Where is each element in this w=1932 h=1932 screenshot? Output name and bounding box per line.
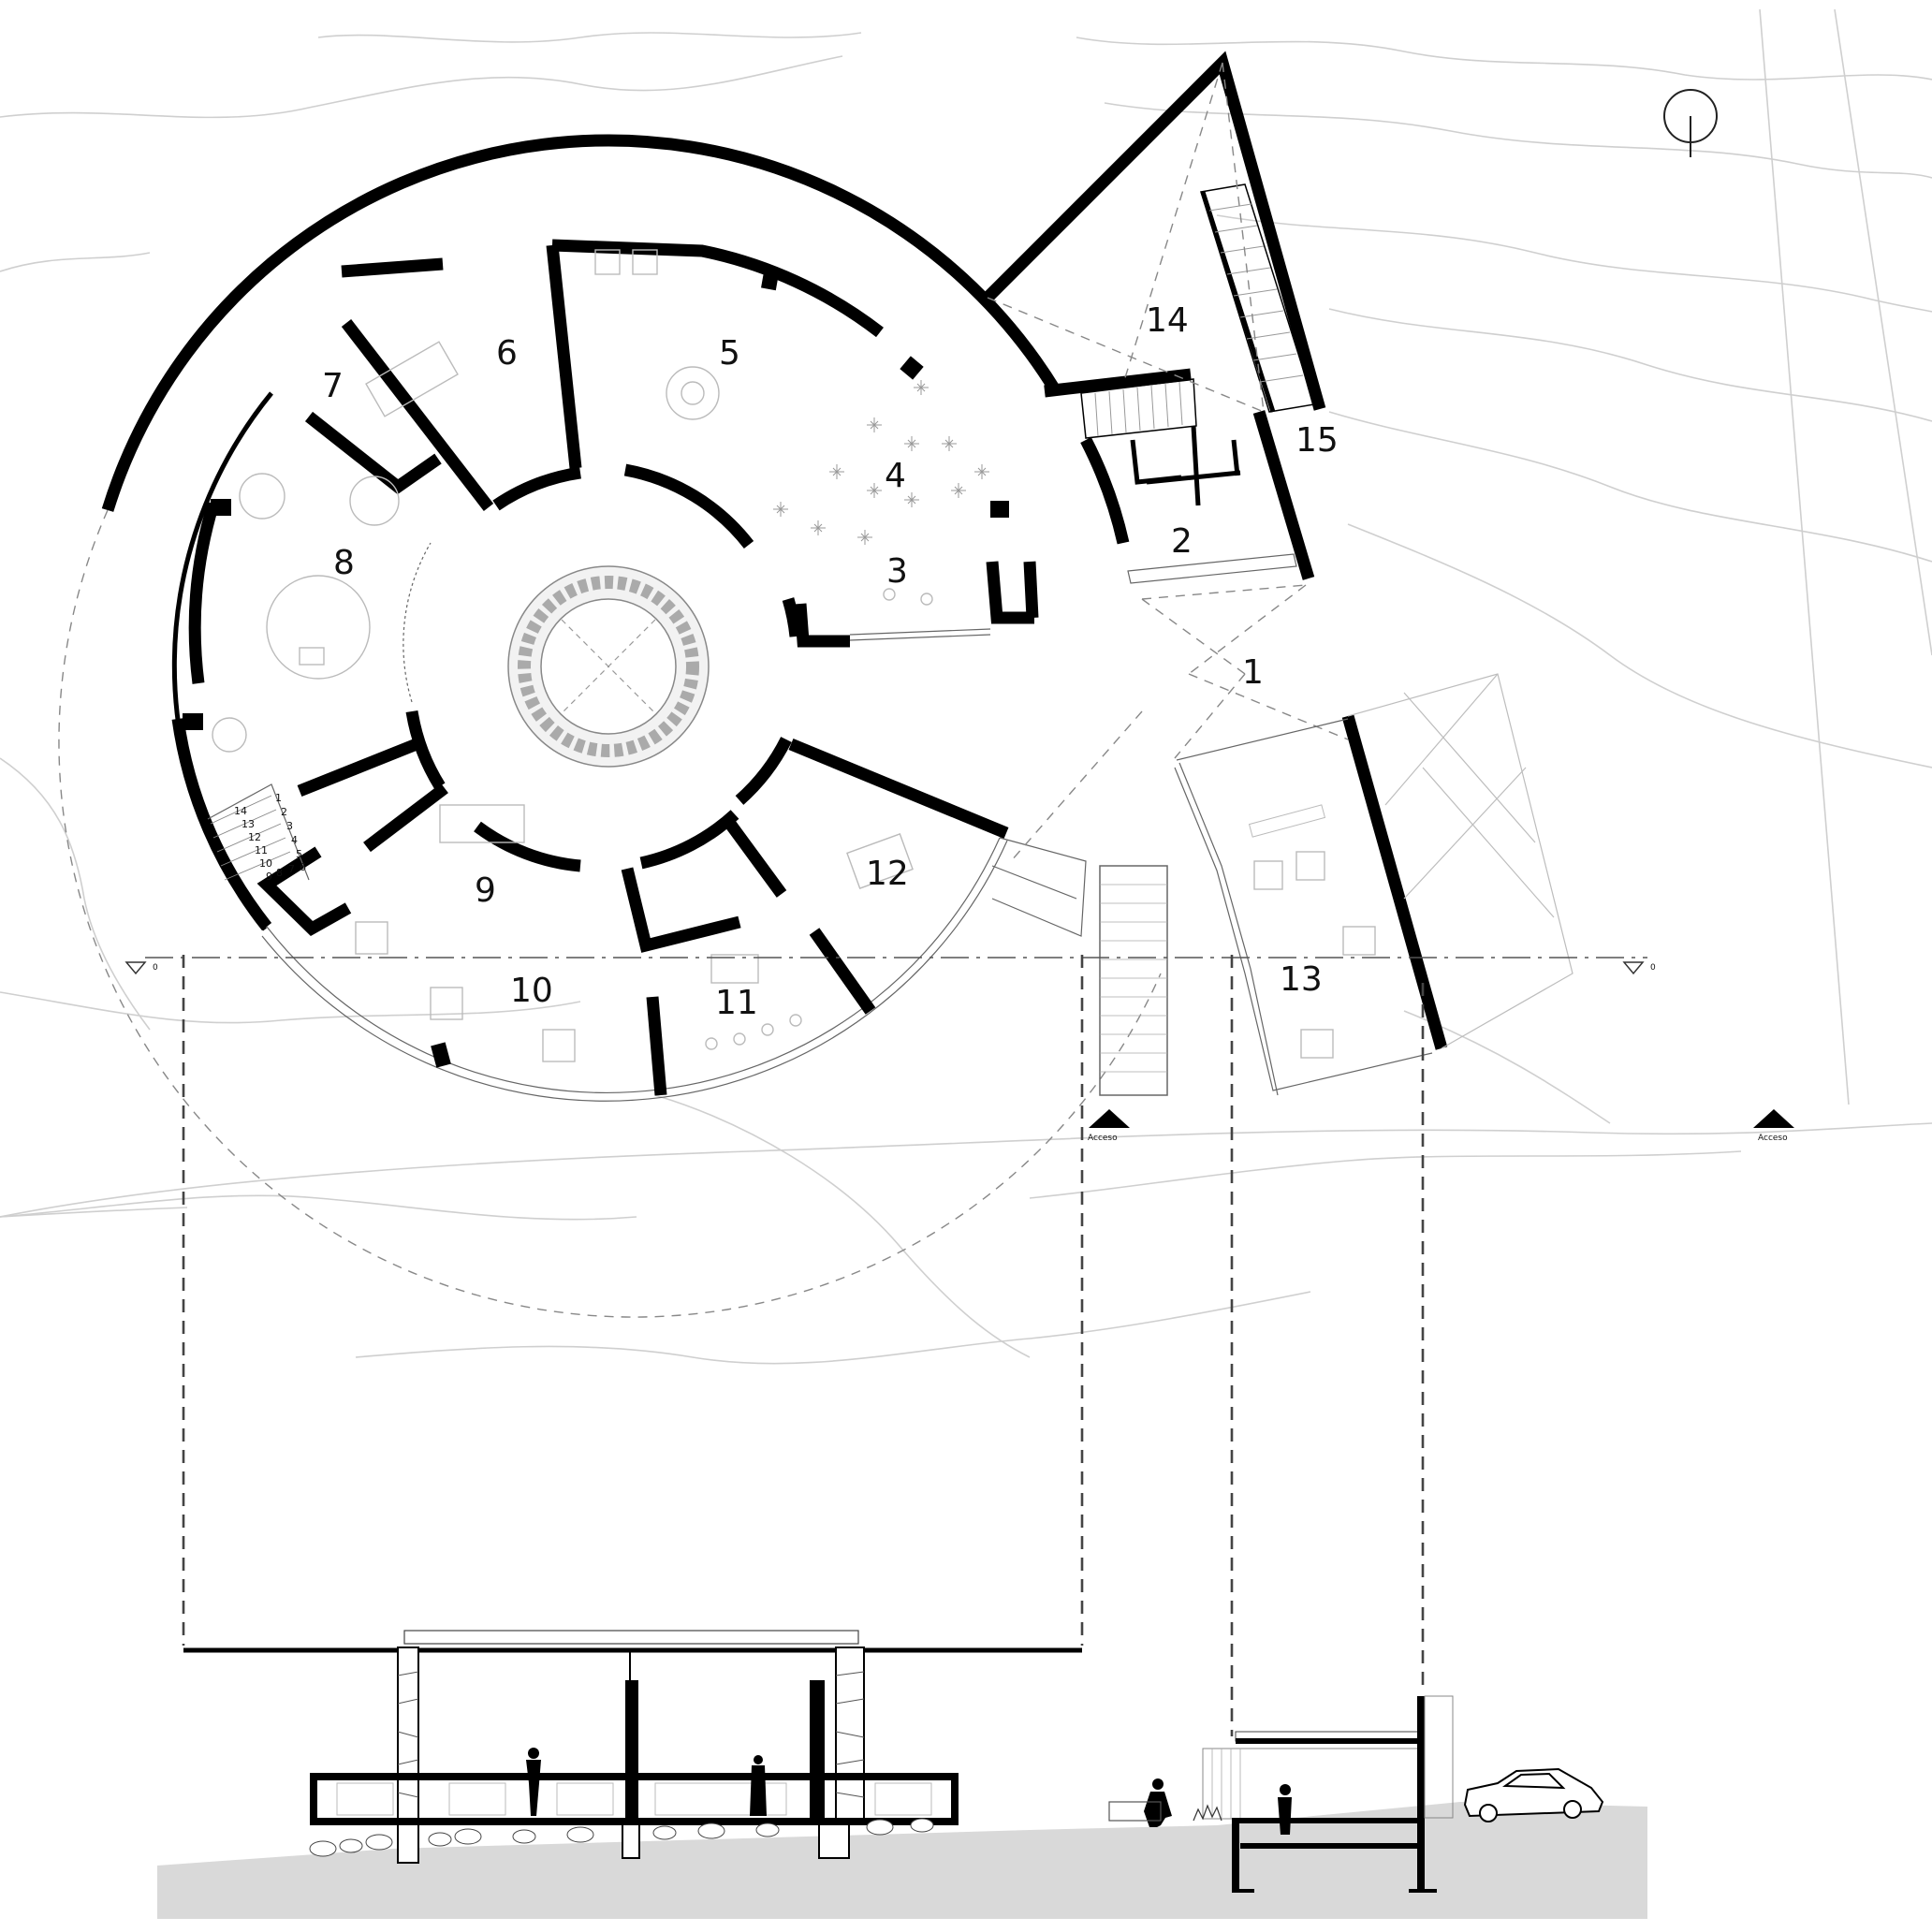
room-label-12: 12	[866, 855, 909, 893]
room-labels: 1 2 3 4 5 6 7 8 9 10 11 12 13 14 15	[322, 301, 1339, 1022]
room-label-11: 11	[715, 984, 758, 1022]
room-label-9: 9	[475, 871, 496, 910]
access-label-right: Acceso	[1758, 1134, 1788, 1143]
room-label-8: 8	[333, 544, 355, 582]
room-label-2: 2	[1171, 522, 1193, 561]
stair-step-numbers: 1 2 3 4 5 6 7 8 9 10 11 12 13 14	[234, 792, 306, 883]
stair-step-9: 9	[266, 871, 272, 883]
level-marker-icon	[124, 961, 1645, 975]
central-stone-courtyard	[507, 565, 710, 768]
room-label-3: 3	[886, 552, 908, 591]
stair-step-4: 4	[291, 834, 298, 846]
room-label-5: 5	[719, 334, 740, 373]
room-label-14: 14	[1146, 301, 1189, 340]
stair-step-3: 3	[286, 820, 293, 832]
entry-ramp	[991, 710, 1168, 1096]
access-label-left: Acceso	[1088, 1134, 1118, 1143]
circular-building	[58, 134, 1162, 1318]
car-icon	[1463, 1767, 1604, 1822]
stair-step-11: 11	[255, 844, 268, 856]
stair-step-6: 6	[300, 861, 306, 873]
person-silhouette-icon	[526, 1748, 1292, 1835]
planting-area	[773, 380, 989, 545]
furniture-layout	[212, 249, 933, 1062]
section-elevation	[157, 1630, 1647, 1919]
section-cut-line: 0 0	[124, 957, 1656, 975]
stair-step-13: 13	[242, 818, 255, 830]
internal-stair	[207, 783, 310, 881]
room-label-13: 13	[1280, 960, 1323, 999]
north-arrow-icon	[1663, 89, 1718, 157]
restaurant-wing	[1174, 673, 1573, 1096]
stair-step-2: 2	[281, 806, 287, 818]
room-label-1: 1	[1242, 653, 1264, 692]
topography-lines	[0, 8, 1932, 1365]
stair-step-12: 12	[248, 831, 261, 843]
room-label-4: 4	[885, 457, 906, 495]
level-mark-right: 0	[1650, 963, 1656, 973]
room-label-6: 6	[496, 334, 518, 373]
stair-step-14: 14	[234, 805, 247, 817]
stair-step-5: 5	[296, 848, 302, 860]
stair-step-8: 8	[276, 867, 283, 879]
room-label-10: 10	[510, 972, 553, 1010]
northeast-wing	[983, 51, 1349, 759]
stair-step-10: 10	[259, 857, 272, 870]
stair-step-7: 7	[288, 863, 295, 875]
projection-lines	[182, 955, 1425, 1736]
stair-step-1: 1	[275, 792, 282, 804]
room-label-7: 7	[322, 367, 344, 405]
level-mark-left: 0	[153, 963, 158, 973]
access-triangle-icon	[1089, 1109, 1794, 1128]
room-label-15: 15	[1295, 421, 1339, 460]
